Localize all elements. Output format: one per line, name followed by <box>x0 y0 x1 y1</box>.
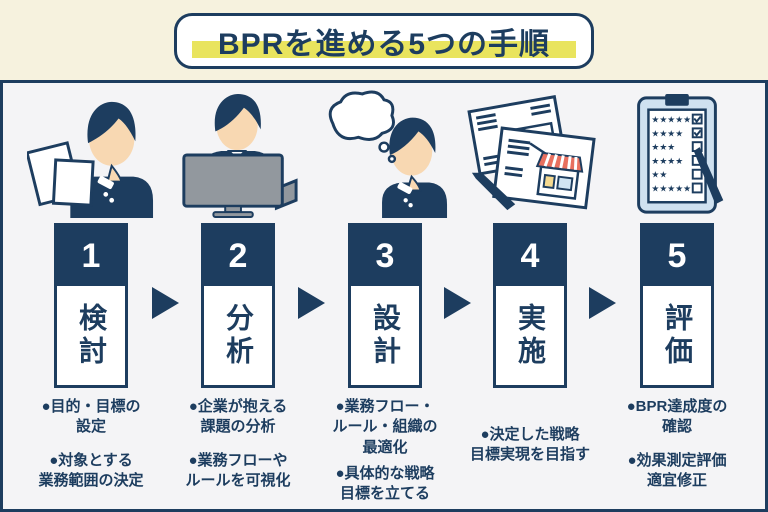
svg-text:★★★★★: ★★★★★ <box>651 115 691 125</box>
step-label: 検討 <box>76 302 107 369</box>
title-highlight-bar <box>192 41 576 58</box>
person-at-computer-illustration <box>163 83 313 218</box>
step-label: 評価 <box>662 302 693 369</box>
evaluation-checklist-clipboard-illustration: ★★★★★ ★★★★ ★★★ ★★★★ ★★ ★★★★★ <box>602 83 752 218</box>
bullet-item: ●目的・目標の 設定 <box>41 398 141 436</box>
step-card-1: 1 検討 <box>54 223 128 388</box>
step-bullets-4: ●決定した戦略 目標実現を目指す <box>455 425 605 466</box>
bullet-item: ●業務フローや ルールを可視化 <box>185 451 291 489</box>
right-arrow-icon <box>444 287 471 319</box>
step-column-5: ★★★★★ ★★★★ ★★★ ★★★★ ★★ ★★★★★ <box>602 83 752 491</box>
step-card-4: 4 実施 <box>493 223 567 388</box>
step-bullets-1: ●目的・目標の 設定 ●対象とする 業務範囲の決定 <box>16 397 166 491</box>
svg-text:★★: ★★ <box>651 171 667 181</box>
step-label: 設計 <box>370 302 401 369</box>
bullet-item: ●決定した戦略 目標実現を目指す <box>469 426 590 464</box>
step-column-3: 3 設計 ●業務フロー・ ルール・組織の 最適化 ●具体的な戦略 目標を立てる <box>310 83 460 504</box>
step-card-5: 5 評価 <box>640 223 714 388</box>
person-with-thought-bubble-illustration <box>310 83 460 218</box>
person-at-computer-icon <box>182 93 298 218</box>
step-number: 1 <box>57 226 125 286</box>
svg-text:★★★★: ★★★★ <box>651 157 683 167</box>
bullet-item: ●具体的な戦略 目標を立てる <box>335 464 435 502</box>
bullet-item: ●対象とする 業務範囲の決定 <box>38 451 144 489</box>
step-label: 分析 <box>223 302 254 369</box>
right-arrow-icon <box>152 287 179 319</box>
step-number: 5 <box>643 226 711 286</box>
bullet-item: ●企業が抱える 課題の分析 <box>188 398 288 436</box>
evaluation-clipboard-icon: ★★★★★ ★★★★ ★★★ ★★★★ ★★ ★★★★★ <box>637 93 724 214</box>
page-title: BPRを進める5つの手順 <box>217 28 551 61</box>
step-number: 4 <box>496 226 564 286</box>
svg-text:★★★★: ★★★★ <box>651 129 683 139</box>
thought-bubble-person-icon <box>328 90 448 218</box>
step-bullets-5: ●BPR達成度の 確認 ●効果測定評価 適宜修正 <box>602 397 752 491</box>
right-arrow-icon <box>298 287 325 319</box>
bullet-item: ●BPR達成度の 確認 <box>626 398 728 436</box>
step-column-1: 1 検討 ●目的・目標の 設定 ●対象とする 業務範囲の決定 <box>16 83 166 491</box>
step-number: 3 <box>351 226 419 286</box>
svg-text:★★★: ★★★ <box>651 143 675 153</box>
step-card-3: 3 設計 <box>348 223 422 388</box>
bullet-item: ●業務フロー・ ルール・組織の 最適化 <box>332 398 438 456</box>
svg-text:★★★★★: ★★★★★ <box>651 184 691 194</box>
step-number: 2 <box>204 226 272 286</box>
step-card-2: 2 分析 <box>201 223 275 388</box>
design-documents-icon <box>467 95 596 211</box>
right-arrow-icon <box>589 287 616 319</box>
thinking-person-icon <box>27 101 154 218</box>
bullet-item: ●効果測定評価 適宜修正 <box>627 451 727 489</box>
step-bullets-2: ●企業が抱える 課題の分析 ●業務フローや ルールを可視化 <box>163 397 313 491</box>
step-bullets-3: ●業務フロー・ ルール・組織の 最適化 ●具体的な戦略 目標を立てる <box>310 397 460 504</box>
step-label: 実施 <box>515 302 546 369</box>
steps-flow: 1 検討 ●目的・目標の 設定 ●対象とする 業務範囲の決定 <box>0 80 768 512</box>
strategy-documents-with-pen-illustration <box>455 83 605 218</box>
step-column-4: 4 実施 ●決定した戦略 目標実現を目指す <box>455 83 605 466</box>
step-column-2: 2 分析 ●企業が抱える 課題の分析 ●業務フローや ルールを可視化 <box>163 83 313 491</box>
thinking-person-with-documents-illustration <box>16 83 166 218</box>
header-band: BPRを進める5つの手順 <box>0 0 768 80</box>
title-box: BPRを進める5つの手順 <box>174 13 594 69</box>
